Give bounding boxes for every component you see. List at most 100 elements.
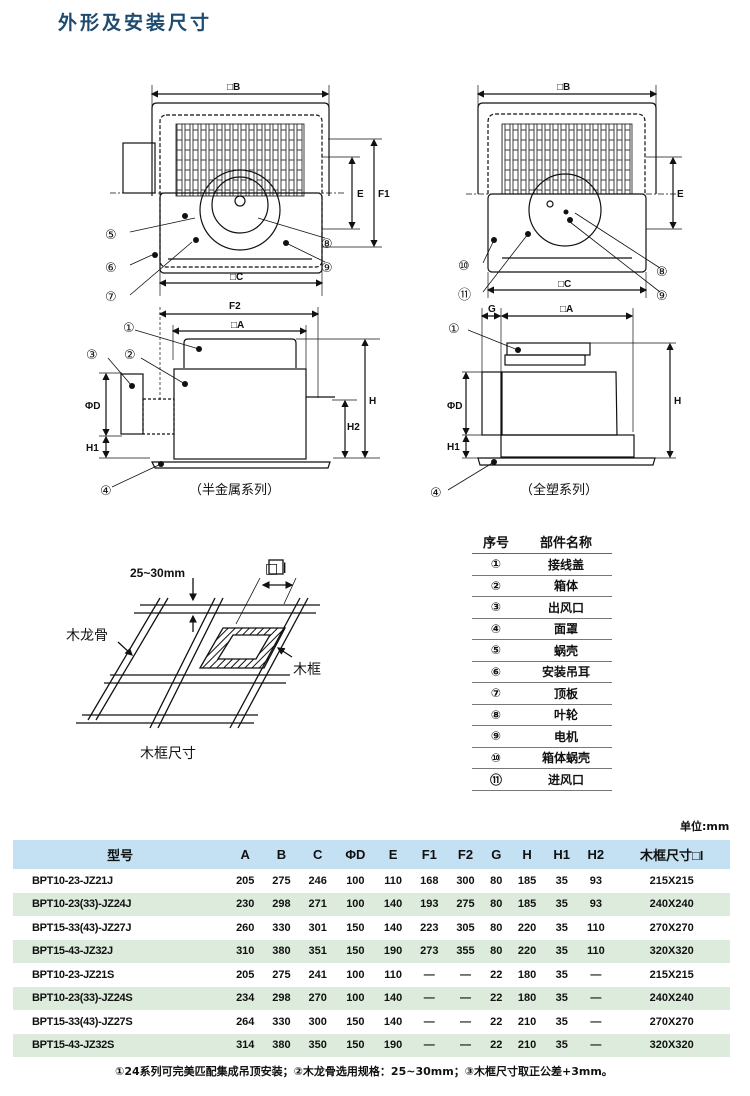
spec-cell: 270 [299,986,336,1010]
spec-cell: 234 [227,986,264,1010]
part-name: 进风口 [547,772,584,787]
parts-header: 序号 部件名称 [472,530,612,554]
spec-cell: — [578,1033,614,1057]
dim-E-label-right: E [677,189,684,200]
dim-A-label-right: □A [560,304,573,315]
spec-cell: 150 [335,939,375,963]
spec-header-text: G [491,847,502,862]
spec-cell: — [447,986,484,1010]
side-view-plastic [447,308,676,491]
spec-cell: 80 [483,939,509,963]
spec-cell: 93 [578,892,614,916]
unit-label: 单位:mm [680,820,730,833]
spec-cell: — [578,986,614,1010]
top-view-metal [110,85,382,296]
spec-cell: 223 [420,921,439,934]
spec-cell: 140 [374,986,412,1010]
spec-cell: 190 [374,939,412,963]
dim-H-label-right: H [674,396,681,407]
spec-cell: — [459,1015,471,1028]
callout-4-right: ④ [430,486,442,501]
spec-cell: 230 [227,892,264,916]
part-name: 出风口 [547,600,584,615]
spec-cell: 305 [456,921,475,934]
dim-H1-label: H1 [86,443,99,454]
frame-label: 木框 [293,662,321,678]
spec-header-text: H1 [553,847,571,862]
dim-D-label: ΦD [85,401,100,412]
spec-cell: 22 [490,968,503,981]
spec-cell: 110 [586,921,605,934]
spec-cell: 240X240 [613,892,730,916]
spec-cell: 270X270 [649,921,694,934]
spec-cell: 301 [308,921,327,934]
spec-cell: 330 [272,1015,291,1028]
dim-C-label-right: □C [558,279,571,290]
spec-header-cell: ΦD [335,840,375,869]
dim-G-label: G [488,304,496,315]
frame-sketch [76,559,320,729]
dim-E-label: E [357,189,364,200]
spec-cell: 22 [490,1015,503,1028]
callout-9: ⑨ [321,261,333,276]
part-name: 箱体蜗壳 [541,751,590,766]
spec-cell: 110 [578,939,614,963]
part-name: 电机 [553,729,578,744]
part-name: 安装吊耳 [541,665,590,680]
part-number: ④ [490,621,502,636]
spec-cell: 35 [555,874,568,887]
spec-cell: 246 [308,874,327,887]
frame-caption: 木框尺寸 [140,746,196,762]
dim-C-label: □C [230,272,243,283]
part-name: 叶轮 [553,708,578,723]
spec-header-text: A [240,847,250,862]
spec-cell: 140 [383,921,403,934]
spec-cell: 80 [490,874,503,887]
dim-H2-label: H2 [347,422,360,433]
callout-8: ⑧ [321,237,333,252]
spec-cell: — [459,968,471,981]
spec-cell: 100 [346,874,365,887]
footnote: ①24系列可完美匹配集成吊顶安装；②木龙骨选用规格：25~30mm；③木框尺寸取… [115,1065,613,1078]
spec-cell: 110 [384,874,402,887]
caption-metal: （半金属系列） [189,482,280,498]
technical-drawings: □B □C E F1 ⑤ ⑥ ⑦ ⑧ ⑨ F2 □A ΦD H1 H2 H [66,82,684,762]
spec-cell: 320X320 [613,1033,730,1057]
spec-cell: 275 [272,968,291,981]
top-view-plastic [466,85,682,298]
spec-cell: 193 [411,892,448,916]
callout-2: ② [124,348,136,363]
spec-cell: 80 [490,921,503,934]
spec-cell: — [590,968,602,981]
model-cell: BPT10-23(33)-JZ24S [13,986,228,1010]
dim-D-label-right: ΦD [447,401,462,412]
part-name: 蜗壳 [553,643,578,658]
spec-cell: 330 [272,921,291,934]
spec-cell: 35 [545,986,579,1010]
spec-header-cell: 型号 [13,840,228,869]
callout-1: ① [123,321,135,336]
spec-cell: 140 [383,1015,403,1028]
parts-header-name: 部件名称 [539,536,592,551]
spec-cell: 150 [335,1033,375,1057]
spec-cell: 190 [374,1033,412,1057]
spec-cell: 300 [308,1015,327,1028]
model-cell: BPT10-23-JZ21J [32,874,113,887]
spec-header-cell: A [227,840,264,869]
spec-header-text: 型号 [107,848,134,863]
dim-I-label: □ I [265,561,287,577]
callout-1-right: ① [448,322,460,337]
dim-A-label: □A [231,320,244,331]
dim-H-label: H [369,396,376,407]
spec-cell: 275 [272,874,291,887]
spec-header-text: F2 [457,847,474,862]
model-cell: BPT15-43-JZ32S [13,1033,228,1057]
spec-cell: 180 [508,986,546,1010]
